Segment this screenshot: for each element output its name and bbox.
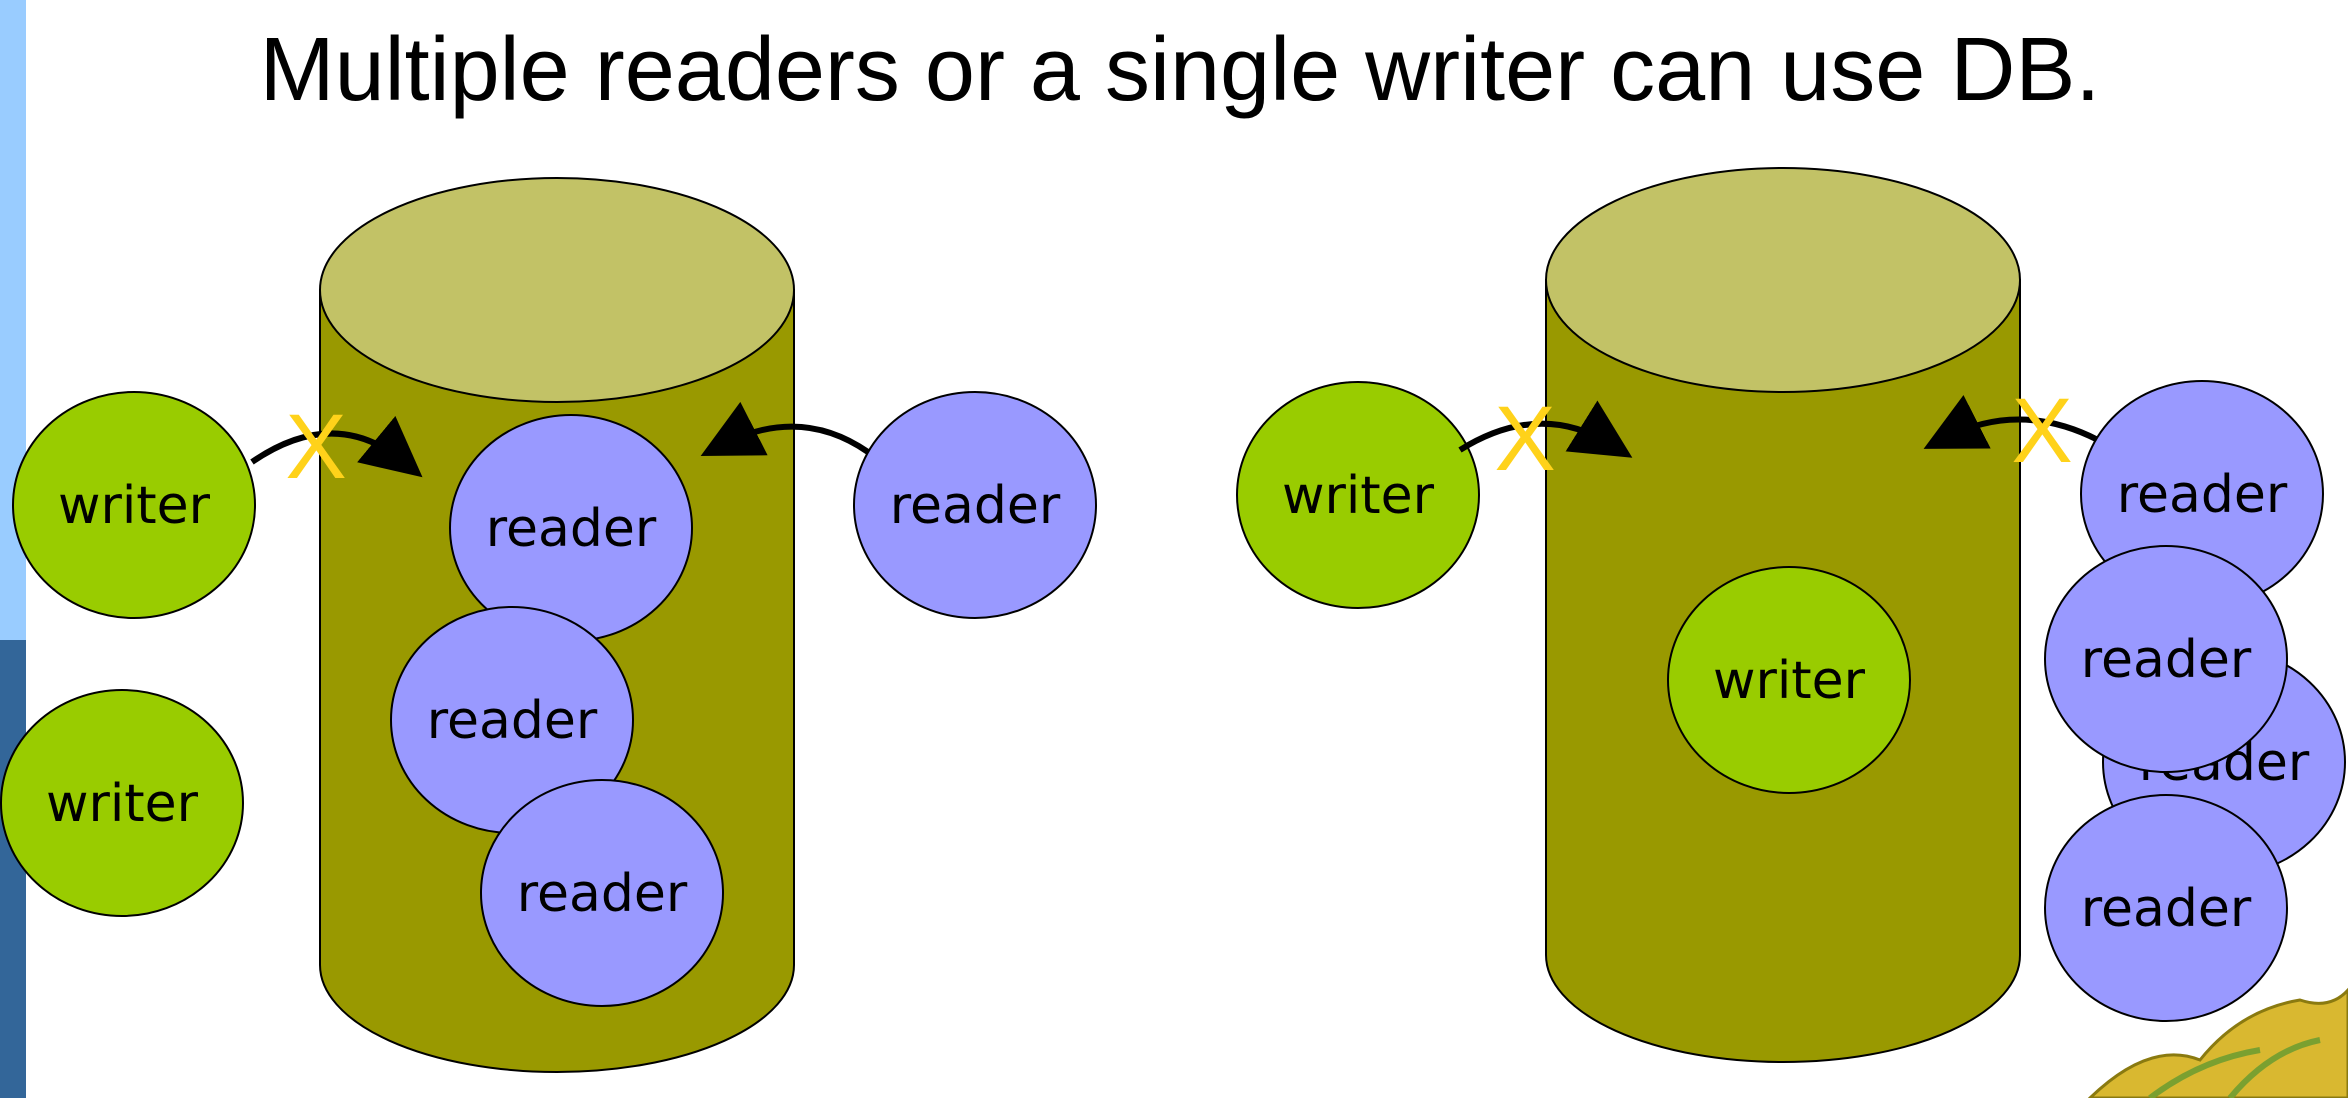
reader-node-inside-2: reader bbox=[390, 606, 634, 834]
database-top-left bbox=[319, 177, 795, 403]
sidebar-dark-strip bbox=[0, 640, 26, 1098]
writer-label: writer bbox=[1713, 651, 1866, 711]
reader-label: reader bbox=[486, 499, 657, 559]
mascot-dragon-icon bbox=[2087, 987, 2348, 1098]
reader-node-inside-3: reader bbox=[480, 779, 724, 1007]
reader-arrow-left bbox=[700, 401, 870, 456]
writer-node-right-outside: writer bbox=[1236, 381, 1480, 609]
writer-node-inside: writer bbox=[1667, 566, 1911, 794]
reader-label: reader bbox=[427, 691, 598, 751]
writer-label: writer bbox=[46, 774, 199, 834]
writer-node-left-bottom: writer bbox=[0, 689, 244, 917]
reader-label: reader bbox=[517, 864, 688, 924]
writer-label: writer bbox=[1282, 466, 1435, 526]
reader-label: reader bbox=[890, 476, 1061, 536]
reader-node-inside-1: reader bbox=[449, 414, 693, 642]
writer-arrow-right bbox=[1458, 400, 1633, 458]
writer-label: writer bbox=[58, 476, 211, 536]
page-title: Multiple readers or a single writer can … bbox=[260, 20, 2101, 120]
database-top-right bbox=[1545, 167, 2021, 393]
writer-node-left-top: writer bbox=[12, 391, 256, 619]
reader-label: reader bbox=[2081, 879, 2252, 939]
blocked-mark: X bbox=[285, 396, 346, 498]
blocked-mark: X bbox=[2011, 380, 2072, 482]
writer-arrow-left bbox=[250, 415, 423, 478]
blocked-mark: X bbox=[1494, 388, 1555, 490]
reader-label: reader bbox=[2081, 630, 2252, 690]
reader-node-left-outside: reader bbox=[853, 391, 1097, 619]
reader-arrow-right bbox=[1923, 394, 2100, 449]
reader-node-right-4: reader bbox=[2044, 794, 2288, 1022]
reader-label: reader bbox=[2117, 465, 2288, 525]
reader-node-right-2: reader bbox=[2044, 545, 2288, 773]
